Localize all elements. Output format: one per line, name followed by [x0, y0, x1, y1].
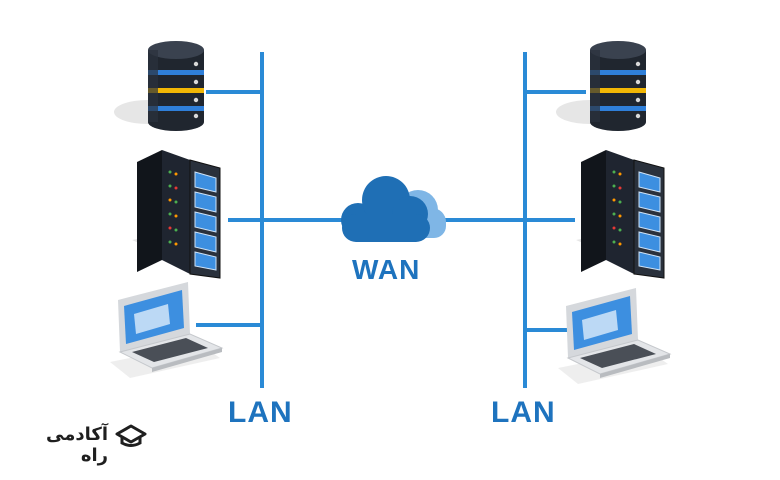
server-rack-icon [575, 149, 665, 279]
logo-mark-icon [115, 424, 147, 447]
laptop-icon [109, 281, 223, 379]
wan-label: WAN [352, 254, 421, 285]
logo: آکادمی راه [22, 418, 152, 466]
logo-text: آکادمی راه [46, 424, 108, 466]
lan-right-label: LAN [491, 396, 556, 429]
cloud-icon [341, 176, 446, 242]
lan-left-label: LAN [228, 396, 293, 429]
server-rack-icon [131, 149, 221, 279]
database-icon [556, 41, 646, 131]
database-icon [114, 41, 204, 131]
laptop-icon [557, 287, 671, 385]
